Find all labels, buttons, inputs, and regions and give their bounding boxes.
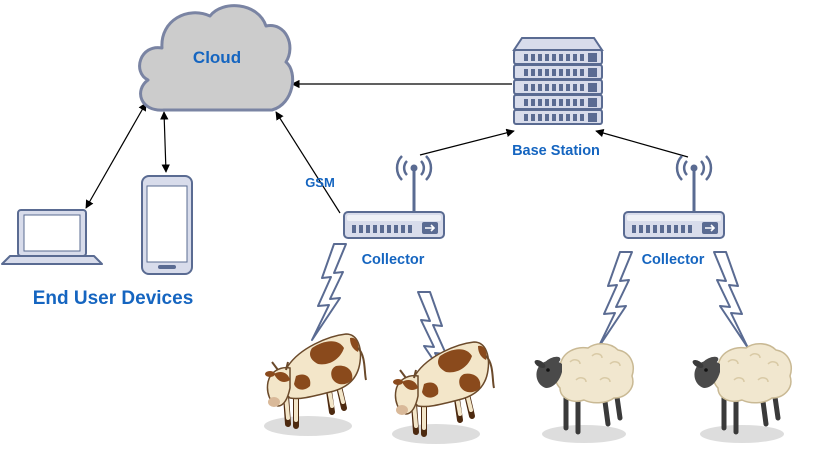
sheep-icon-2 bbox=[691, 344, 791, 443]
smartphone-icon bbox=[141, 175, 193, 275]
cow-icon-1 bbox=[264, 334, 366, 436]
base-station-label: Base Station bbox=[512, 143, 600, 159]
server-rack-icon bbox=[514, 38, 602, 124]
collector-left-label: Collector bbox=[362, 252, 425, 268]
arrow-collector-to-cloud bbox=[275, 111, 341, 214]
connectors bbox=[85, 79, 689, 214]
arrow-collector-right-to-base bbox=[595, 129, 689, 158]
cloud-icon bbox=[138, 4, 295, 112]
arrow-cloud-laptop bbox=[85, 102, 147, 209]
lightning-signal-icon-1 bbox=[311, 243, 347, 341]
gsm-label: GSM bbox=[305, 175, 335, 190]
arrow-cloud-phone bbox=[160, 111, 170, 173]
arrow-collector-left-to-base bbox=[419, 128, 515, 156]
cow-icon-2 bbox=[392, 342, 494, 444]
lightning-signal-icon-3 bbox=[597, 251, 633, 349]
router-antenna-icon-left bbox=[342, 154, 446, 240]
cloud-label: Cloud bbox=[193, 48, 241, 67]
collector-right-label: Collector bbox=[642, 252, 705, 268]
end-user-devices-label: End User Devices bbox=[33, 288, 194, 309]
router-antenna-icon-right bbox=[622, 154, 726, 240]
laptop-icon bbox=[1, 209, 103, 265]
sheep-icon-1 bbox=[533, 344, 633, 443]
lightning-signal-icon-4 bbox=[713, 251, 749, 349]
